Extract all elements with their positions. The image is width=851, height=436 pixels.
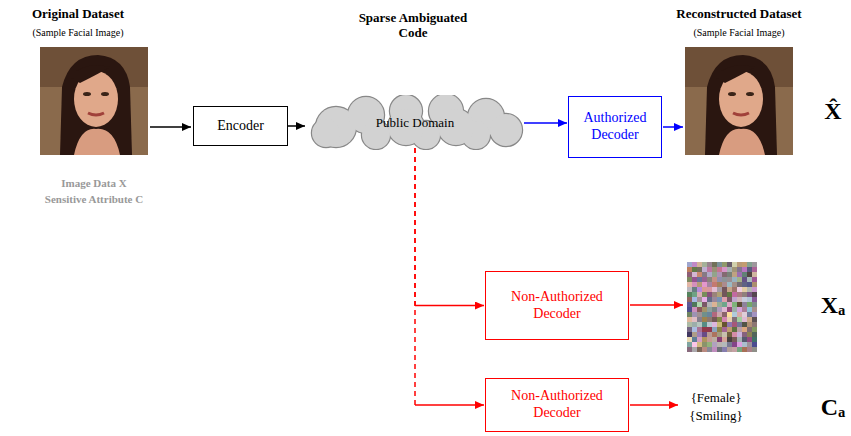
non-authorized-decoder: Non-Authorized Decoder [485, 378, 629, 432]
math-symbol: Cₐ [821, 394, 845, 422]
authorized-decoder: Authorized Decoder [568, 96, 662, 158]
code-title: Sparse Ambiguated Code [346, 11, 481, 41]
connector-arrow [415, 148, 484, 405]
subtitle: (Sample Facial Image) [693, 27, 784, 39]
math-symbol: Xₐ [821, 292, 845, 320]
input-arrow [150, 126, 191, 127]
non-authorized-decoder: Non-Authorized Decoder [485, 271, 629, 340]
attribute-text: {Smiling} [689, 409, 743, 424]
node-label: Non-Authorized Decoder [502, 289, 612, 323]
face-image [685, 47, 793, 155]
node-label: Public Domain [376, 115, 454, 131]
dataset-title: Original Dataset [32, 7, 124, 22]
node-label: Authorized Decoder [577, 110, 653, 144]
connector-arrow [524, 123, 567, 124]
subtitle: (Sample Facial Image) [32, 27, 123, 39]
data-note: Sensitive Attribute C [45, 193, 143, 206]
noise-image [687, 262, 757, 352]
face-image [40, 47, 148, 155]
data-note: Image Data X [61, 177, 126, 190]
connector-arrow [288, 126, 305, 127]
node-label: Encoder [217, 118, 264, 135]
output-arrow [630, 304, 683, 306]
connector-arrow [415, 148, 484, 306]
math-symbol: X̂ [824, 98, 841, 126]
attribute-text: {Female} [691, 391, 742, 406]
output-arrow [663, 126, 683, 128]
node-label: Non-Authorized Decoder [502, 388, 612, 422]
encoder-box: Encoder [193, 106, 288, 146]
dataset-title: Reconstructed Dataset [676, 7, 801, 22]
public-domain-cloud: Public Domain [306, 95, 524, 150]
output-arrow [630, 404, 678, 406]
